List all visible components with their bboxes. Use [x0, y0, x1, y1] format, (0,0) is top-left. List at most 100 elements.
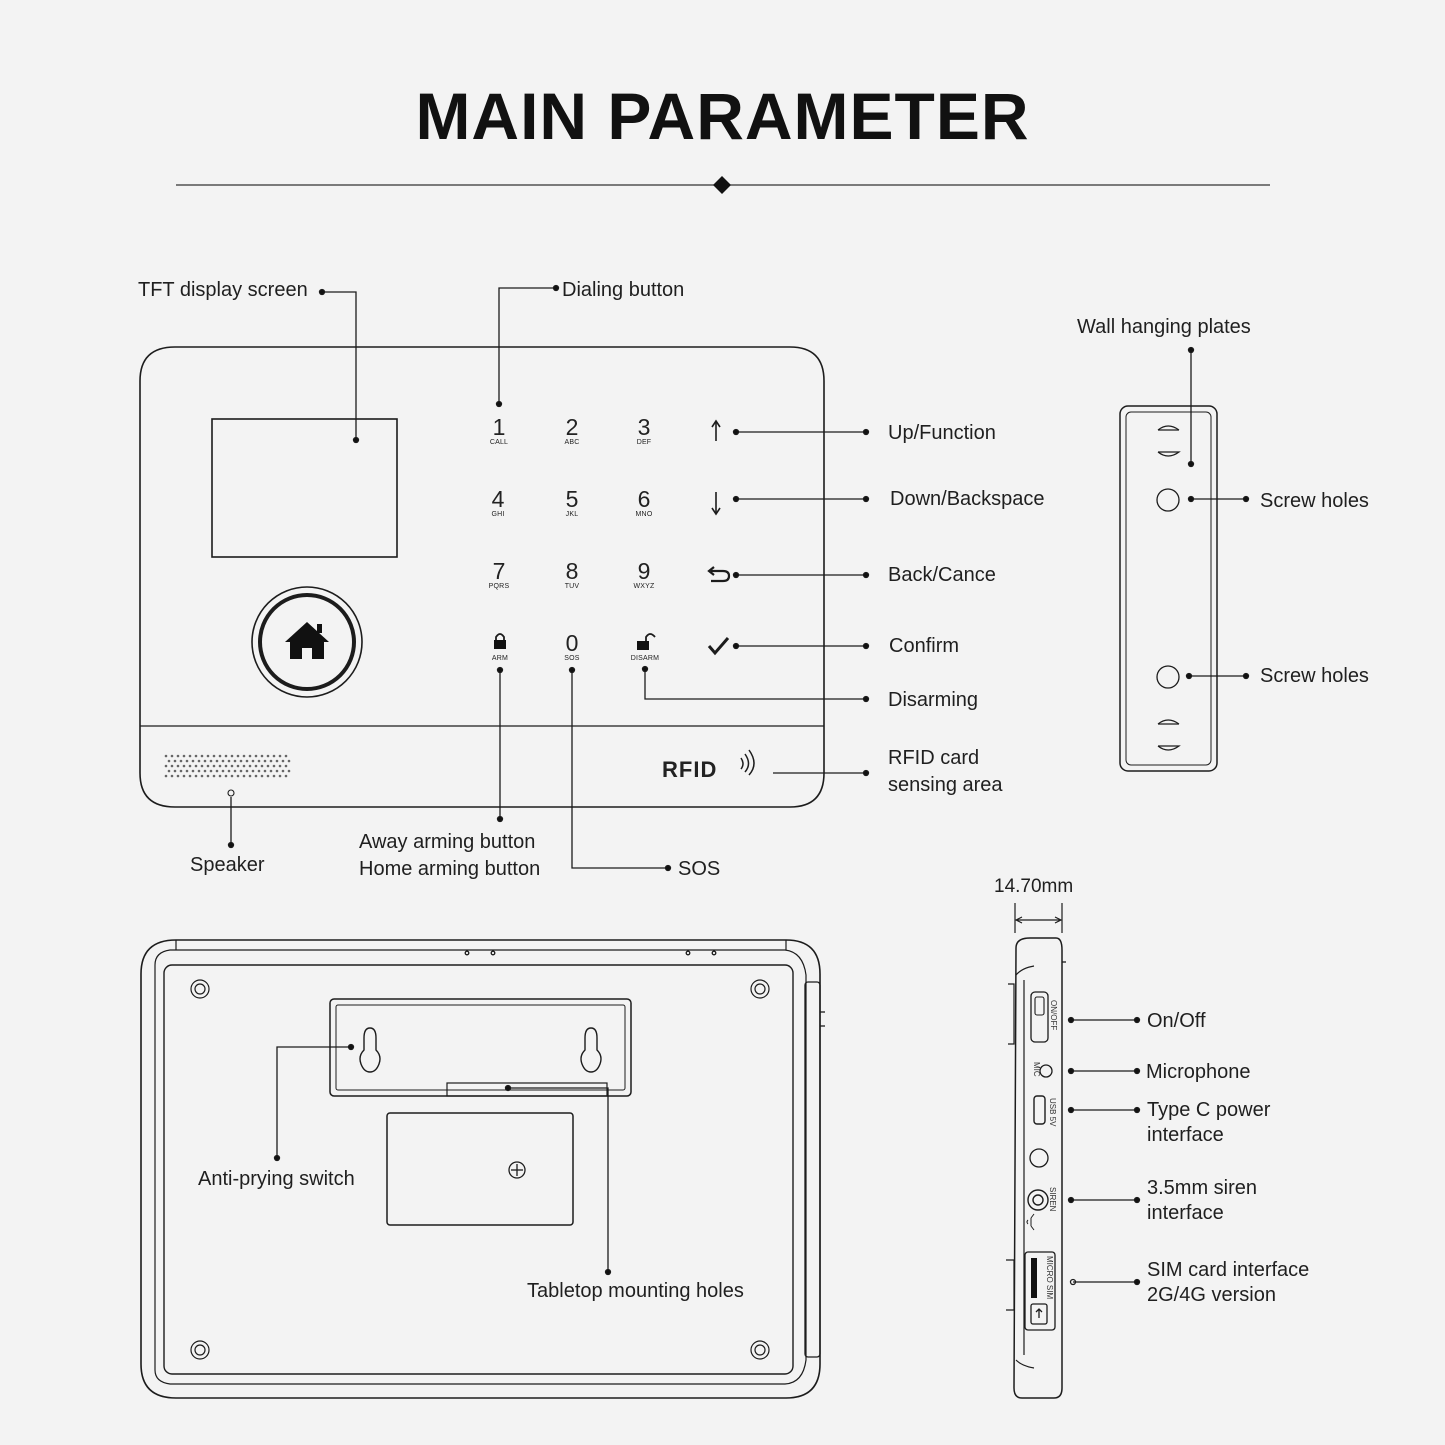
leader-screw-bottom	[1185, 672, 1250, 680]
home-button[interactable]	[251, 586, 363, 698]
speaker-grille-dot	[173, 759, 177, 763]
speaker-grille-dot	[218, 754, 222, 758]
speaker-grille-dot	[248, 764, 252, 768]
label-siren-1: 3.5mm siren	[1147, 1177, 1258, 1199]
speaker-grille-dot	[287, 769, 291, 773]
speaker-grille-dot	[218, 764, 222, 768]
speaker-grille-dot	[269, 769, 273, 773]
speaker-grille-dot	[182, 754, 186, 758]
label-sos: SOS	[678, 858, 721, 880]
speaker-grille-dot	[242, 754, 246, 758]
tft-display-screen	[211, 418, 398, 558]
label-screw-holes-top: Screw holes	[1260, 490, 1369, 512]
page-title: MAIN PARAMETER	[415, 79, 1030, 153]
label-typec-1: Type C power	[1147, 1099, 1271, 1121]
speaker-grille-dot	[236, 774, 240, 778]
leader-screw-top	[1187, 495, 1250, 503]
speaker-grille-dot	[221, 759, 225, 763]
sim-slot	[1024, 1251, 1056, 1331]
leader-anti-prying	[273, 1043, 355, 1162]
leader-up	[732, 428, 870, 436]
key-digit: 3	[637, 414, 651, 440]
speaker-grille-dot	[170, 764, 174, 768]
speaker-grille-dot	[224, 774, 228, 778]
speaker-grille-dot	[272, 754, 276, 758]
anti-prying-switch	[446, 1082, 608, 1097]
leader-confirm	[732, 642, 870, 650]
key-sub: MNO	[635, 511, 653, 518]
speaker-grille-dot	[275, 769, 279, 773]
speaker-grille-dot	[248, 754, 252, 758]
speaker-grille-dot	[200, 774, 204, 778]
speaker-grille-dot	[173, 769, 177, 773]
speaker-grille-dot	[179, 769, 183, 773]
label-tft-display: TFT display screen	[138, 279, 308, 301]
speaker-grille	[164, 754, 291, 778]
speaker-grille-dot	[212, 764, 216, 768]
speaker-grille-dot	[284, 754, 288, 758]
speaker-grille-dot	[263, 759, 267, 763]
speaker-grille-dot	[275, 759, 279, 763]
speaker-grille-dot	[197, 759, 201, 763]
speaker-grille-dot	[206, 764, 210, 768]
back-panel	[140, 939, 825, 1399]
speaker-grille-dot	[176, 754, 180, 758]
speaker-grille-dot	[209, 769, 213, 773]
leader-rfid	[773, 769, 870, 777]
side-ridge-left	[1006, 983, 1015, 1311]
key-arm[interactable]: ARM	[480, 632, 520, 663]
key-digit	[625, 632, 665, 654]
speaker-grille-dot	[188, 764, 192, 768]
label-wall-plates: Wall hanging plates	[1077, 316, 1251, 338]
speaker-grille-dot	[272, 774, 276, 778]
key-sub: DISARM	[630, 655, 660, 662]
siren-speaker-icon	[1026, 1213, 1035, 1231]
speaker-grille-dot	[266, 764, 270, 768]
microphone-hole	[1039, 1064, 1053, 1078]
label-down-backspace: Down/Backspace	[890, 488, 1045, 510]
power-switch-slider	[1034, 996, 1045, 1016]
back-screw-corners	[190, 979, 770, 1360]
key-digit: 2	[565, 414, 579, 440]
speaker-grille-dot	[182, 764, 186, 768]
speaker-grille-dot	[233, 769, 237, 773]
label-dialing-button: Dialing button	[562, 279, 685, 301]
speaker-grille-dot	[278, 774, 282, 778]
label-siren-2: interface	[1147, 1202, 1224, 1224]
speaker-grille-dot	[170, 754, 174, 758]
speaker-grille-dot	[194, 754, 198, 758]
speaker-grille-dot	[179, 759, 183, 763]
speaker-grille-dot	[284, 764, 288, 768]
port-text-mic: MIC	[1032, 1062, 1041, 1077]
key-disarm[interactable]: DISARM	[625, 632, 665, 663]
leader-back	[732, 571, 870, 579]
speaker-grille-dot	[254, 754, 258, 758]
arrow-up-icon	[711, 419, 721, 441]
speaker-grille-dot	[257, 769, 261, 773]
leader-down	[732, 495, 870, 503]
speaker-grille-dot	[278, 754, 282, 758]
front-panel	[139, 346, 825, 808]
speaker-grille-dot	[224, 764, 228, 768]
lock-icon	[494, 633, 506, 649]
speaker-grille-dot	[254, 764, 258, 768]
speaker-grille-dot	[203, 769, 207, 773]
speaker-grille-dot	[254, 774, 258, 778]
port-text-siren: SIREN	[1048, 1187, 1057, 1212]
speaker-grille-dot	[194, 764, 198, 768]
speaker-grille-dot	[203, 759, 207, 763]
power-switch[interactable]	[1030, 991, 1049, 1043]
side-indicator-hole	[1029, 1148, 1049, 1168]
label-tabletop-holes: Tabletop mounting holes	[527, 1280, 744, 1302]
speaker-grille-dot	[233, 759, 237, 763]
